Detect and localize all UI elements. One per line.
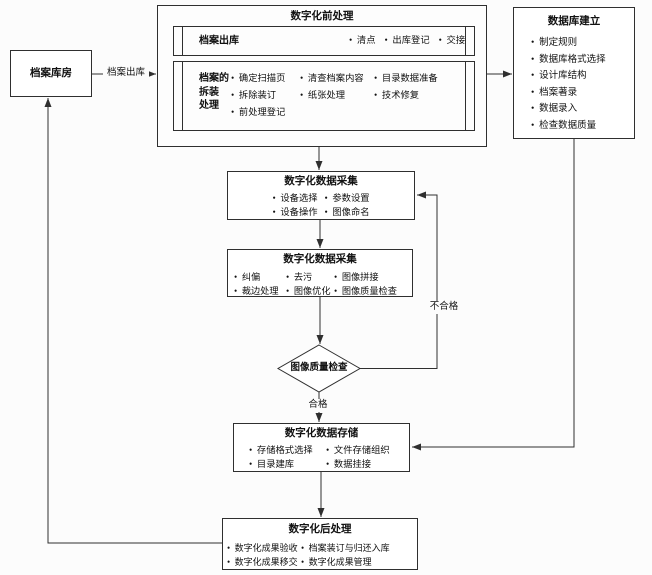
node-title: 数字化后处理 [288,524,352,535]
node-title: 数据库建立 [547,16,601,27]
bullet-item: 图像命名 [324,206,369,220]
bullet-item: 数字化成果管理 [301,555,417,569]
subnode-label: 档案出库 [199,35,239,47]
edge-label-pass: 合格 [303,399,333,412]
bullet-item: 纠偏 [234,270,286,284]
bullet-item: 数字化成果验收 [227,541,301,555]
edge-label-archive-checkout: 档案出库 [103,67,149,80]
bullet-item: 参数设置 [324,192,369,206]
node-data-capture: 数字化数据采集 设备选择 参数设置 设备操作 图像命名 [227,171,415,220]
bullet-item: 数据录入 [531,101,634,118]
bullet-grid: 设备选择 参数设置 设备操作 图像命名 [272,192,369,220]
bullet-item: 裁边处理 [234,284,286,298]
node-digitization-preprocess: 数字化前处理 档案出库 清点 出库登记 交接 档案的 拆装 处理 确定扫描页 清… [157,5,487,147]
bullet-item: 数字化成果移交 [227,555,301,569]
bullet-item: 去污 [286,270,334,284]
node-title: 数字化数据采集 [283,254,357,265]
node-title: 档案库房 [30,68,72,79]
node-digitization-postprocess: 数字化后处理 数字化成果验收 档案装订与归还入库 数字化成果移交 数字化成果管理 [222,518,418,570]
edge-label-fail: 不合格 [427,301,461,314]
bullet-list: 制定规则 数据库格式选择 设计库结构 档案著录 数据录入 检查数据质量 [531,35,634,134]
bullet-grid: 数字化成果验收 档案装订与归还入库 数字化成果移交 数字化成果管理 [227,541,417,569]
bullet-item: 检查数据质量 [531,118,634,135]
bullet-item: 制定规则 [531,35,634,52]
bullet-grid: 存储格式选择 文件存储组织 目录建库 数据挂接 [249,444,409,472]
bullet-item: 清查档案内容 [300,72,374,86]
subnode-archive-checkout: 档案出库 清点 出库登记 交接 [173,26,475,56]
edge-check-fail-to-capture1 [360,191,438,369]
bullet-item: 目录建库 [249,458,326,472]
bullet-item: 数据挂接 [326,458,409,472]
edge-database-to-storage [412,139,575,451]
node-title: 数字化数据采集 [284,176,358,187]
subnode-archive-disassembly: 档案的 拆装 处理 确定扫描页 清查档案内容 目录数据准备 拆除装订 纸张处理 … [173,61,475,131]
bullet-grid: 确定扫描页 清查档案内容 目录数据准备 拆除装订 纸张处理 技术修复 前处理登记 [231,72,438,120]
bullet-item: 目录数据准备 [374,72,438,86]
bullet-item: 交接 [439,34,466,48]
decision-image-quality-check: 图像质量检查 [290,363,348,373]
bullet-item: 出库登记 [385,34,429,48]
node-title: 数字化前处理 [290,11,354,22]
divider-bar [465,27,466,55]
divider-bar [465,62,466,130]
node-database-establishment: 数据库建立 制定规则 数据库格式选择 设计库结构 档案著录 数据录入 检查数据质… [513,7,635,139]
bullet-item: 设计库结构 [531,68,634,85]
bullet-item: 技术修复 [374,89,438,103]
divider-bar [182,62,183,130]
decision-diamond [276,344,362,393]
bullet-item: 前处理登记 [231,106,300,120]
node-image-processing: 数字化数据采集 纠偏 去污 图像拼接 裁边处理 图像优化 图像质量检查 [227,249,413,297]
bullet-item: 纸张处理 [300,89,374,103]
bullet-item: 设备操作 [272,206,324,220]
subnode-label: 档案的 拆装 处理 [199,73,229,111]
edge-postprocess-to-storehouse [44,98,222,544]
node-title: 数字化数据存储 [284,428,359,439]
bullet-item: 图像拼接 [334,270,412,284]
bullet-item: 拆除装订 [231,89,300,103]
bullet-item: 档案著录 [531,85,634,102]
bullet-item: 图像质量检查 [334,284,412,298]
divider-bar [182,27,183,55]
bullet-item: 档案装订与归还入库 [301,541,417,555]
bullet-item: 数据库格式选择 [531,52,634,69]
bullet-item: 图像优化 [286,284,334,298]
bullet-item: 存储格式选择 [249,444,326,458]
node-archive-storehouse: 档案库房 [10,50,92,97]
node-data-storage: 数字化数据存储 存储格式选择 文件存储组织 目录建库 数据挂接 [233,423,410,472]
bullet-item: 文件存储组织 [326,444,409,458]
bullet-item: 清点 [349,34,376,48]
bullet-grid: 纠偏 去污 图像拼接 裁边处理 图像优化 图像质量检查 [234,270,412,298]
bullet-list: 清点 出库登记 交接 [349,34,465,48]
bullet-item: 设备选择 [272,192,324,206]
bullet-item: 确定扫描页 [231,72,300,86]
